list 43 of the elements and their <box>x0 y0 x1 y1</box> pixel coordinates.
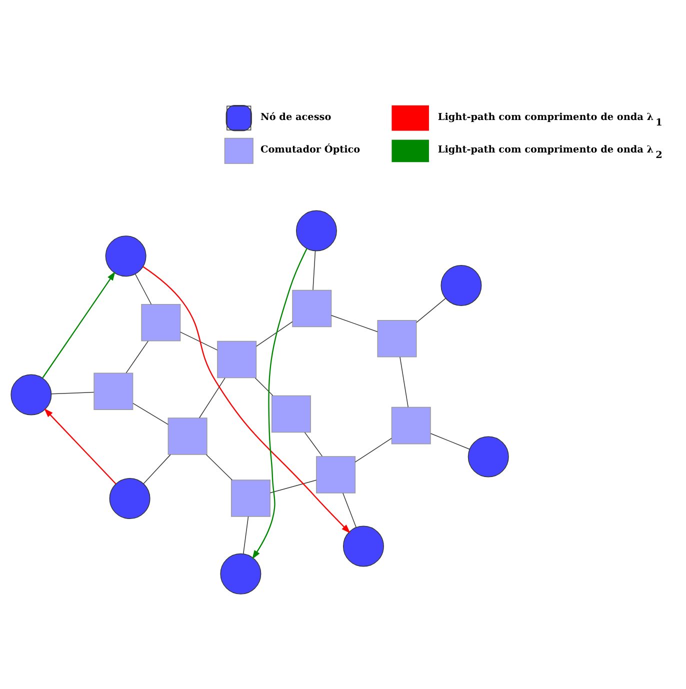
connector <box>342 492 357 528</box>
connector <box>330 314 378 332</box>
node-circle <box>440 264 482 306</box>
arrow <box>252 248 308 560</box>
connector <box>242 516 249 554</box>
node-box <box>141 304 181 342</box>
node-circle <box>220 553 262 594</box>
node-box <box>94 372 134 410</box>
node-box <box>168 418 208 455</box>
connector <box>132 402 168 425</box>
connector <box>134 274 152 305</box>
arrow <box>42 271 116 378</box>
connector <box>304 432 323 457</box>
node-circle <box>109 478 150 520</box>
connector <box>206 454 232 480</box>
arrow <box>142 266 350 534</box>
legend-label: Comutador Óptico <box>260 144 360 156</box>
connector <box>50 392 94 394</box>
connector <box>400 356 408 408</box>
connector <box>430 433 470 450</box>
node-box <box>316 456 356 494</box>
connector <box>416 298 446 323</box>
node-box <box>217 340 257 378</box>
node-circle <box>105 236 146 277</box>
node-circle <box>296 210 337 252</box>
connector <box>354 438 392 462</box>
connector <box>256 321 293 347</box>
node-circle <box>468 436 509 478</box>
legend-label: Nó de acesso <box>260 112 332 123</box>
node-box <box>230 480 270 517</box>
connector <box>126 340 149 374</box>
arrow <box>44 408 116 484</box>
node-box <box>271 395 311 433</box>
node-box <box>391 406 431 444</box>
connector <box>143 454 171 484</box>
connector <box>180 332 218 350</box>
node-box <box>377 320 417 358</box>
node-circle <box>10 374 52 416</box>
connector <box>312 250 316 290</box>
connector <box>270 480 317 494</box>
connector <box>198 378 226 418</box>
node-box <box>292 290 332 328</box>
connector <box>254 378 274 396</box>
